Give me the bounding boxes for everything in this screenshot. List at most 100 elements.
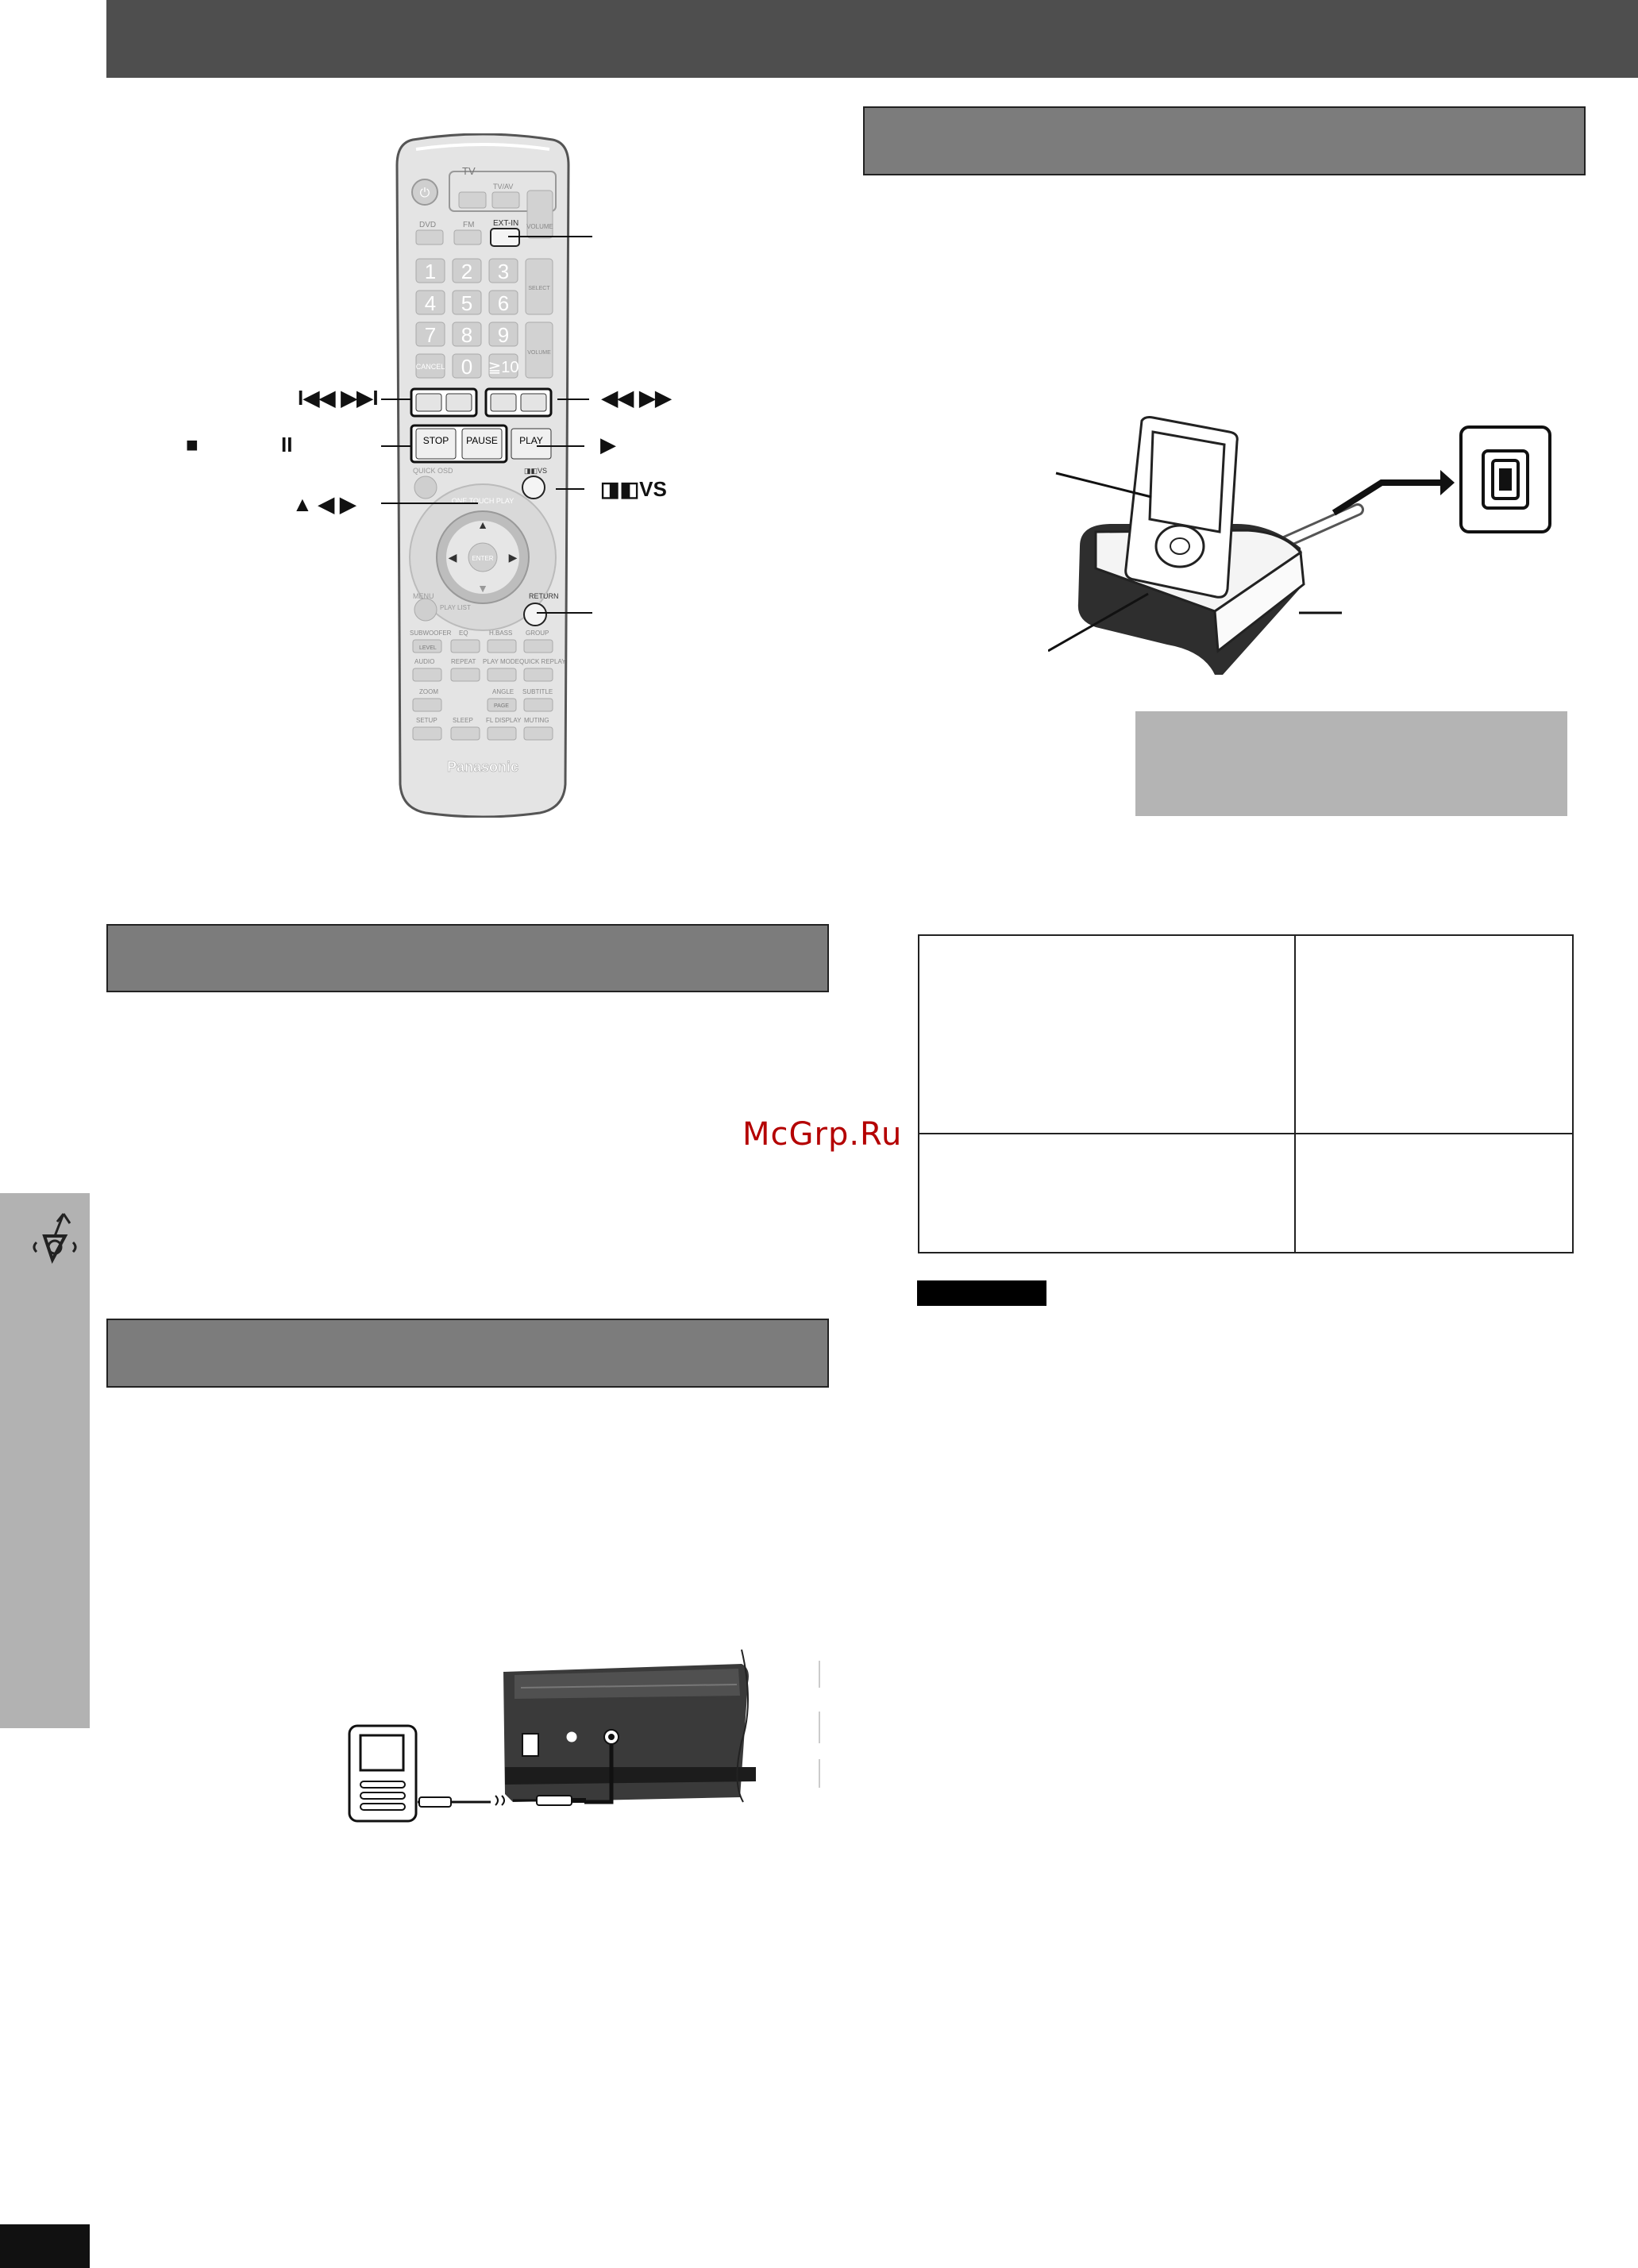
subtitle-button[interactable]	[523, 698, 553, 712]
level-button[interactable]	[412, 639, 442, 653]
digit-2-button[interactable]	[452, 258, 482, 283]
play-label: PLAY	[519, 435, 543, 446]
eq-button[interactable]	[450, 639, 480, 653]
digit-5-button[interactable]	[452, 290, 482, 315]
one-touch-play-label: ONE TOUCH PLAY	[452, 497, 515, 505]
pause-callout: II	[281, 433, 293, 456]
stop-label: STOP	[423, 435, 449, 446]
fl-display-button[interactable]	[487, 726, 517, 741]
digit-6-button[interactable]	[488, 290, 518, 315]
section-heading-bar	[106, 924, 829, 992]
play-mode-button[interactable]	[487, 668, 517, 682]
fm-button[interactable]	[453, 229, 482, 245]
digit-5-label: 5	[461, 291, 472, 315]
dvd-button[interactable]	[415, 229, 444, 245]
sleep-label: SLEEP	[453, 717, 473, 724]
subtitle-label: SUBTITLE	[522, 688, 553, 695]
play-callout: ▶	[600, 433, 616, 456]
tv-volume-rocker[interactable]	[526, 190, 553, 239]
portable-player-screen	[359, 1734, 405, 1772]
menu-label: MENU	[413, 592, 434, 600]
enter-label: ENTER	[472, 555, 493, 562]
digit-9-button[interactable]	[488, 322, 518, 347]
page-button[interactable]	[487, 698, 517, 712]
tv-group-label: TV	[462, 165, 476, 177]
play-mode-label: PLAY MODE	[483, 658, 519, 665]
quick-osd-label: QUICK OSD	[413, 467, 453, 475]
main-unit-connection-illustration	[348, 1649, 820, 1823]
repeat-label: REPEAT	[451, 658, 476, 665]
volume-rocker[interactable]	[525, 322, 553, 379]
note-box	[1135, 711, 1567, 816]
setup-button[interactable]	[412, 726, 442, 741]
ipod-screen	[1148, 430, 1226, 533]
skip-callout: I◀◀ ▶▶I	[298, 386, 379, 410]
antenna-icon	[33, 1213, 77, 1265]
angle-label: ANGLE	[492, 688, 514, 695]
page-header-bar	[106, 0, 1638, 78]
quick-replay-label: QUICK REPLAY	[519, 658, 566, 665]
select-label: SELECT	[528, 286, 550, 291]
digit-4-button[interactable]	[415, 290, 445, 315]
pause-button[interactable]	[461, 428, 503, 460]
quick-replay-button[interactable]	[523, 668, 553, 682]
table-cell	[918, 934, 1296, 1134]
table-cell	[1294, 1133, 1574, 1253]
cancel-button[interactable]	[415, 353, 445, 379]
h-bass-label: H.BASS	[489, 630, 512, 637]
zoom-label: ZOOM	[419, 688, 438, 695]
digit-2-label: 2	[461, 260, 472, 283]
cursor-callout: ▲ ◀ ▶	[292, 492, 357, 516]
dvs-label: ◨◧VS	[524, 467, 547, 475]
quick-osd-button[interactable]	[414, 476, 437, 499]
dvd-label: DVD	[419, 221, 436, 229]
digit-8-label: 8	[461, 323, 472, 347]
audio-button[interactable]	[412, 668, 442, 682]
return-button[interactable]	[523, 603, 547, 626]
h-bass-button[interactable]	[487, 639, 517, 653]
ipod-dock-illustration	[1048, 416, 1551, 675]
digit-1-label: 1	[425, 260, 436, 283]
muting-button[interactable]	[523, 726, 553, 741]
sleep-button[interactable]	[450, 726, 480, 741]
left-arrow-icon: ◀	[449, 551, 457, 564]
audio-label: AUDIO	[414, 658, 434, 665]
section-heading-bar	[106, 1319, 829, 1388]
search-back-button[interactable]	[490, 393, 517, 412]
digit-3-button[interactable]	[488, 258, 518, 283]
tv-power-button[interactable]	[458, 191, 487, 209]
note-label-tab	[917, 1280, 1046, 1306]
info-table	[918, 934, 1574, 1253]
zoom-button[interactable]	[412, 698, 442, 712]
page-number-block	[0, 2224, 90, 2268]
digit-0-button[interactable]	[452, 353, 482, 379]
volume-label: VOLUME	[527, 350, 551, 356]
tv-av-button[interactable]	[491, 191, 520, 209]
skip-back-button[interactable]	[415, 393, 442, 412]
search-forward-button[interactable]	[520, 393, 547, 412]
setup-label: SETUP	[416, 717, 437, 724]
digit-4-label: 4	[425, 291, 436, 315]
ten-plus-button[interactable]	[488, 353, 518, 379]
remote-control-illustration: ⏻ TV TV/AV VOLUME DVD FM EXT-IN 1 2 3 4 …	[395, 133, 570, 818]
skip-forward-button[interactable]	[445, 393, 472, 412]
digit-1-button[interactable]	[415, 258, 445, 283]
dvs-callout: ◨◧VS	[600, 477, 667, 501]
repeat-button[interactable]	[450, 668, 480, 682]
section-heading-bar	[863, 106, 1586, 175]
play-button[interactable]	[511, 428, 552, 460]
group-button[interactable]	[523, 639, 553, 653]
tv-group-frame	[449, 171, 557, 212]
digit-8-button[interactable]	[452, 322, 482, 347]
power-icon: ⏻	[420, 187, 430, 200]
digit-7-button[interactable]	[415, 322, 445, 347]
dvs-button[interactable]	[522, 476, 545, 499]
select-rocker[interactable]	[525, 258, 553, 315]
power-button[interactable]	[411, 179, 438, 206]
stop-callout: ■	[186, 433, 198, 456]
subwoofer-label: SUBWOOFER	[410, 630, 452, 637]
stop-button[interactable]	[415, 428, 457, 460]
enter-button[interactable]	[468, 542, 498, 572]
up-arrow-icon: ▲	[477, 518, 488, 531]
menu-button[interactable]	[414, 598, 437, 622]
